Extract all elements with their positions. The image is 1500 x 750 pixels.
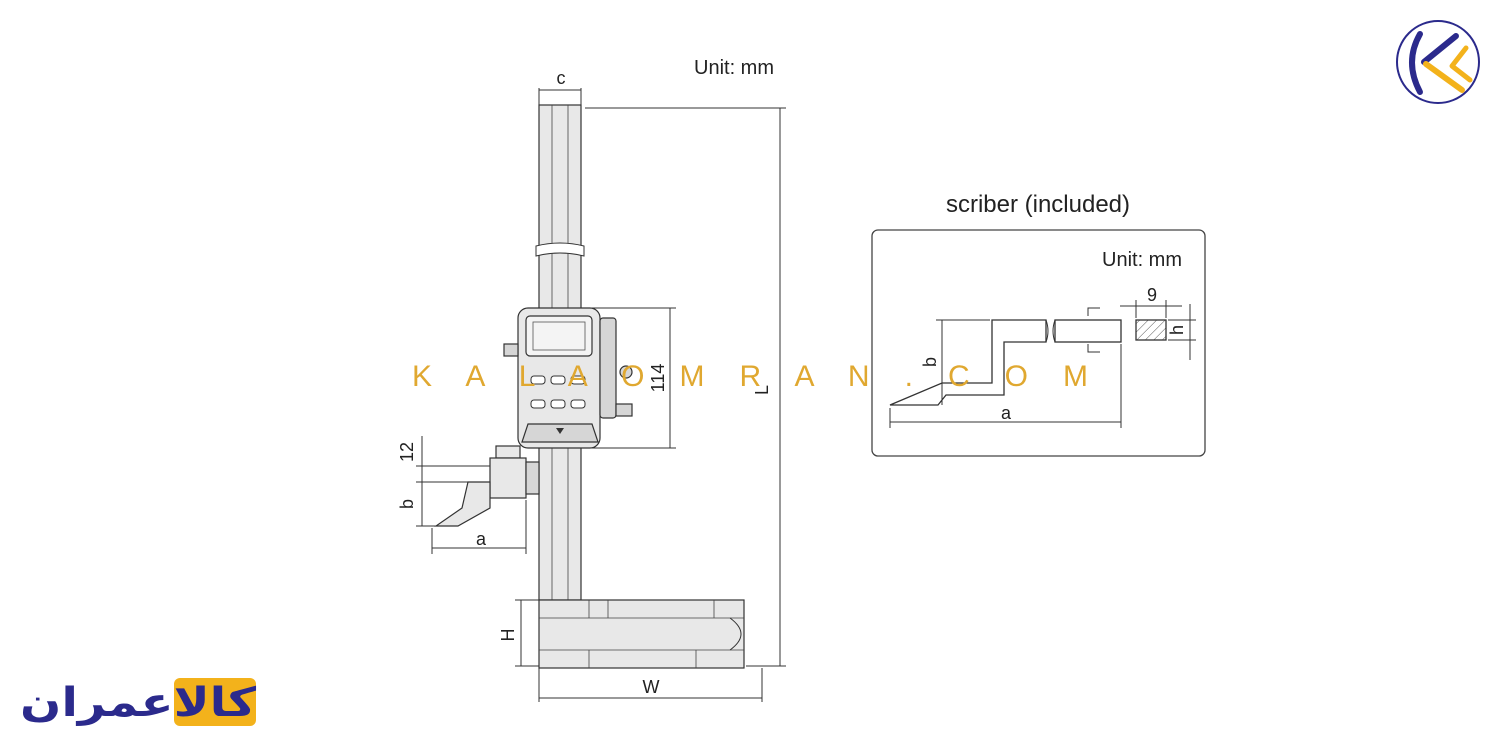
gauge-base xyxy=(538,599,745,669)
scriber-detail: scriber (included) Unit: mm 9 h b xyxy=(871,191,1206,457)
height-gauge-drawing xyxy=(434,104,745,669)
scriber-dim-9: 9 xyxy=(1147,285,1157,305)
dim-c: c xyxy=(557,68,566,88)
scriber-title: scriber (included) xyxy=(946,191,1130,218)
dim-114: 114 xyxy=(648,364,668,393)
scriber-detail-frame xyxy=(871,229,1206,457)
clamp-screw xyxy=(495,445,521,459)
main-dimensions: c L 114 12 b a H W U xyxy=(397,57,786,702)
scriber-tip xyxy=(434,481,491,527)
dim-L: L xyxy=(752,385,772,395)
watermark-text: K A L A O M R A N . C O M xyxy=(412,360,1088,393)
dim-12: 12 xyxy=(397,442,417,462)
kalaomran-logo-mark xyxy=(1396,20,1480,104)
scriber-cross-section xyxy=(1135,319,1167,341)
dim-b: b xyxy=(397,499,417,509)
scriber-holder xyxy=(489,457,527,499)
scriber-dim-b: b xyxy=(920,357,940,367)
dim-H: H xyxy=(498,629,518,642)
dim-a: a xyxy=(476,529,487,549)
main-unit-label: Unit: mm xyxy=(694,57,774,79)
scriber-unit-label: Unit: mm xyxy=(1102,249,1182,271)
lcd-screen xyxy=(525,315,593,357)
dim-W: W xyxy=(643,677,660,697)
kalaomran-brand-logo: کالاعمران xyxy=(20,678,257,726)
scriber-dim-a: a xyxy=(1001,403,1012,423)
brand-logo-text: کالاعمران xyxy=(20,680,257,726)
scriber-dim-h: h xyxy=(1167,325,1187,335)
